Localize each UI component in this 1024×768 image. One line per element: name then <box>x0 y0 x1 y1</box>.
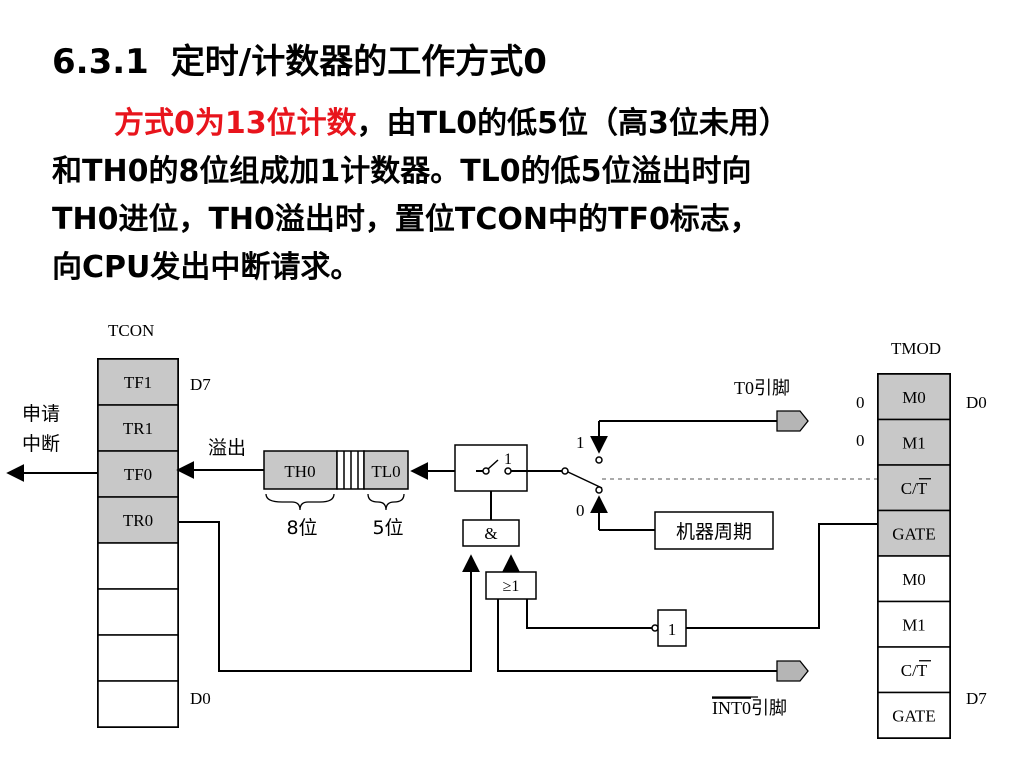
tmod-bottom-bit: D7 <box>966 689 987 708</box>
interrupt-request-label-2: 中断 <box>22 433 60 455</box>
tmod-bit-cell <box>877 691 951 739</box>
tcon-bit-cell <box>97 542 179 590</box>
tmod-bit-cell <box>877 600 951 648</box>
tcon-top-bit: D7 <box>190 375 211 394</box>
control-switch-blade <box>487 459 499 470</box>
tmod-label: TMOD <box>891 339 941 358</box>
tmod-bit-cell <box>877 464 951 512</box>
int0-to-or-line <box>497 599 777 672</box>
tmod-bit-label: M1 <box>902 433 926 452</box>
tmod-bit-label: M0 <box>902 570 926 589</box>
tmod-top-bit: D0 <box>966 393 987 412</box>
tmod-bit-label: GATE <box>892 706 935 725</box>
description-paragraph: 方式0为13位计数，由TL0的低5位（高3位未用） 和TH0的8位组成加1计数器… <box>52 100 972 292</box>
tcon-label: TCON <box>108 321 154 340</box>
t0-pin-connector <box>776 410 809 432</box>
machine-cycle-box <box>654 511 774 550</box>
tmod-bit-cell <box>877 418 951 466</box>
not-gate-bubble <box>651 624 659 632</box>
and-gate-label: & <box>484 524 497 543</box>
tmod-bit-cell <box>877 646 951 694</box>
th0-bits-label: 8位 <box>286 517 317 539</box>
tmod-bit-label: C/T <box>901 661 928 680</box>
tcon-bit-label: TR0 <box>123 511 153 530</box>
section-number: 6.3.1 <box>52 42 149 82</box>
paragraph-line-1-rest: ，由TL0的低5位（高3位未用） <box>356 106 789 141</box>
control-switch-box <box>454 444 528 492</box>
tcon-bit-cell <box>97 588 179 636</box>
m1-value: 0 <box>856 431 865 450</box>
tl0-box <box>363 450 409 490</box>
interrupt-request-label-1: 申请 <box>22 403 60 425</box>
gate-to-not-line <box>686 523 878 629</box>
tcon-bit-cell <box>97 634 179 682</box>
machine-cycle-label: 机器周期 <box>676 521 752 543</box>
tmod-bit-label: C/T <box>901 479 928 498</box>
th0-brace <box>265 493 335 511</box>
tcon-bit-label: TF1 <box>124 373 152 392</box>
paragraph-line-3: TH0进位，TH0溢出时，置位TCON中的TF0标志， <box>52 202 760 237</box>
tmod-bit-label: M1 <box>902 615 926 634</box>
and-gate <box>462 519 520 547</box>
mode-switch-blade <box>567 471 603 489</box>
tmod-bit-label: M0 <box>902 388 926 407</box>
paragraph-line-1: 方式0为13位计数，由TL0的低5位（高3位未用） <box>52 100 972 148</box>
tcon-bottom-bit: D0 <box>190 689 211 708</box>
tcon-bit-label: TR1 <box>123 419 153 438</box>
not-to-or-line <box>526 599 652 629</box>
not-gate <box>657 609 687 647</box>
section-title: 定时/计数器的工作方式0 <box>170 42 547 82</box>
paragraph-line-2: 和TH0的8位组成加1计数器。TL0的低5位溢出时向 <box>52 154 752 189</box>
tl0-label: TL0 <box>371 462 400 481</box>
tl0-brace <box>367 493 405 511</box>
page-title: 6.3.1 定时/计数器的工作方式0 <box>52 34 547 83</box>
control-switch-state: 1 <box>504 451 512 468</box>
th0-box <box>263 450 338 490</box>
or-gate-label: ≥1 <box>503 578 520 595</box>
overflow-label: 溢出 <box>208 437 246 459</box>
th0-label: TH0 <box>284 462 315 481</box>
m0-value: 0 <box>856 393 865 412</box>
mode-switch-pivot <box>561 467 569 475</box>
not-gate-label: 1 <box>668 620 677 639</box>
tl0-bits-label: 5位 <box>372 517 403 539</box>
switch-upper-label: 1 <box>576 433 585 452</box>
tcon-bit-cell <box>97 358 179 406</box>
tmod-bit-cell <box>877 555 951 603</box>
int0-pin-connector <box>776 660 809 682</box>
paragraph-line-4: 向CPU发出中断请求。 <box>52 250 361 285</box>
switch-lower-label: 0 <box>576 501 585 520</box>
t0-pin-label: T0引脚 <box>734 378 790 398</box>
mode-highlight: 方式0为13位计数 <box>114 106 357 141</box>
tmod-bit-label: GATE <box>892 524 935 543</box>
tcon-bit-cell <box>97 680 179 728</box>
tcon-bit-label: TF0 <box>124 465 152 484</box>
int0-pin-label: INT0引脚 <box>712 698 787 718</box>
tr0-to-and-line <box>178 521 480 672</box>
tmod-bit-cell <box>877 373 951 421</box>
or-gate <box>485 571 537 600</box>
